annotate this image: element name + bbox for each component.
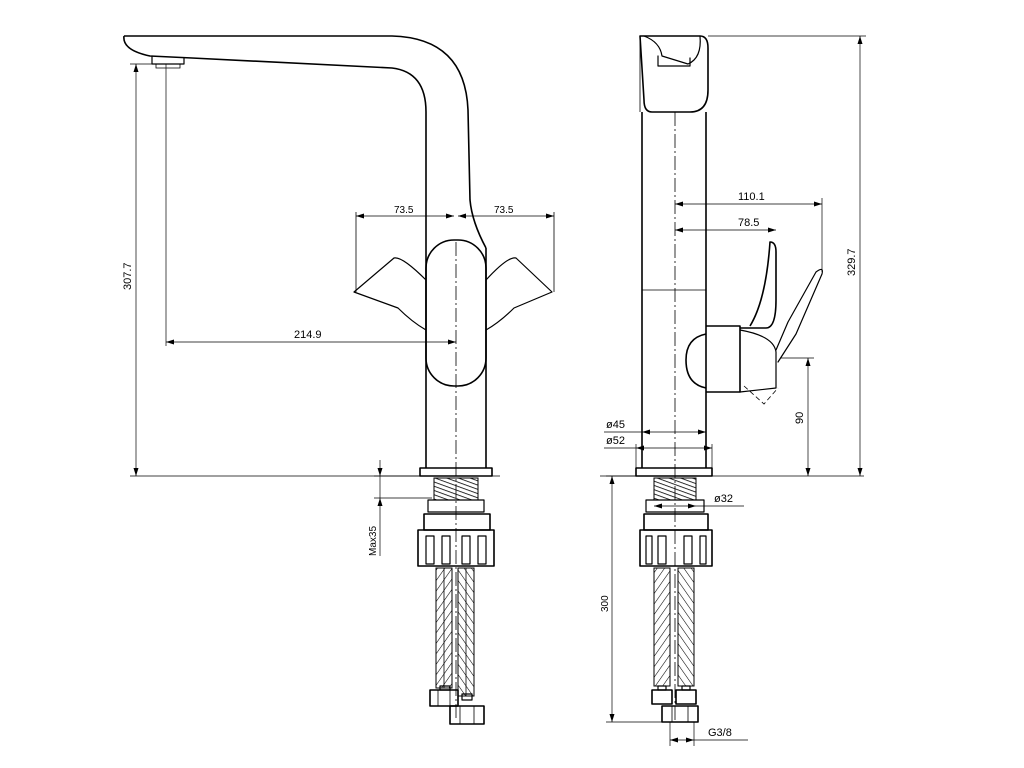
dim-right-rotation-label: 73.5 — [494, 205, 514, 216]
dim-max-deck-label: Max35 — [368, 526, 379, 556]
side-body — [641, 112, 707, 468]
front-view: 73.5 73.5 214.9 307.7 — [122, 35, 555, 725]
front-fittings — [429, 685, 485, 725]
dim-max-deck: Max35 — [368, 460, 432, 556]
dim-shank-dia: ø32 — [654, 493, 744, 509]
dim-handle-reach: 110.1 — [675, 191, 823, 272]
front-shank — [427, 477, 485, 513]
dim-reach-label: 214.9 — [294, 329, 322, 341]
dim-lever-height-label: 90 — [794, 412, 806, 424]
dim-hose-length-label: 300 — [600, 595, 611, 612]
dim-body-dia-label: ø45 — [606, 419, 625, 431]
front-hoses — [435, 567, 475, 697]
side-shank — [645, 477, 705, 513]
dim-spout-height-label: 307.7 — [122, 262, 134, 290]
side-nut — [639, 513, 713, 567]
dim-shank-dia-label: ø32 — [714, 493, 733, 505]
dim-spout-height: 307.7 — [122, 63, 154, 476]
dim-lever-offset: 78.5 — [675, 217, 776, 233]
front-spout — [123, 35, 487, 249]
dim-handle-reach-label: 110.1 — [738, 191, 765, 203]
dim-total-height-label: 329.7 — [846, 248, 858, 276]
side-hoses — [653, 567, 695, 687]
dim-total-height: 329.7 — [708, 35, 866, 476]
dim-lever-height: 90 — [780, 357, 814, 476]
dim-left-rotation-label: 73.5 — [394, 205, 414, 216]
dim-hose-length: 300 — [600, 475, 662, 723]
side-cartridge — [685, 241, 823, 405]
dim-base-dia: ø52 — [604, 435, 713, 468]
dim-right-rotation: 73.5 — [458, 205, 554, 219]
front-nut — [417, 513, 495, 567]
side-fittings — [651, 685, 699, 723]
dim-body-dia: ø45 — [604, 419, 706, 435]
dim-connection: G3/8 — [669, 722, 748, 746]
dim-connection-label: G3/8 — [708, 727, 732, 739]
dim-base-dia-label: ø52 — [606, 435, 625, 447]
side-spout-head — [639, 35, 709, 113]
side-view: 110.1 78.5 329.7 90 — [600, 35, 866, 746]
dim-reach: 214.9 — [165, 64, 456, 346]
side-base — [600, 467, 864, 477]
dim-lever-offset-label: 78.5 — [738, 217, 759, 229]
dim-left-rotation: 73.5 — [356, 205, 454, 219]
front-base — [130, 467, 500, 477]
front-lever-rotations — [353, 212, 555, 331]
